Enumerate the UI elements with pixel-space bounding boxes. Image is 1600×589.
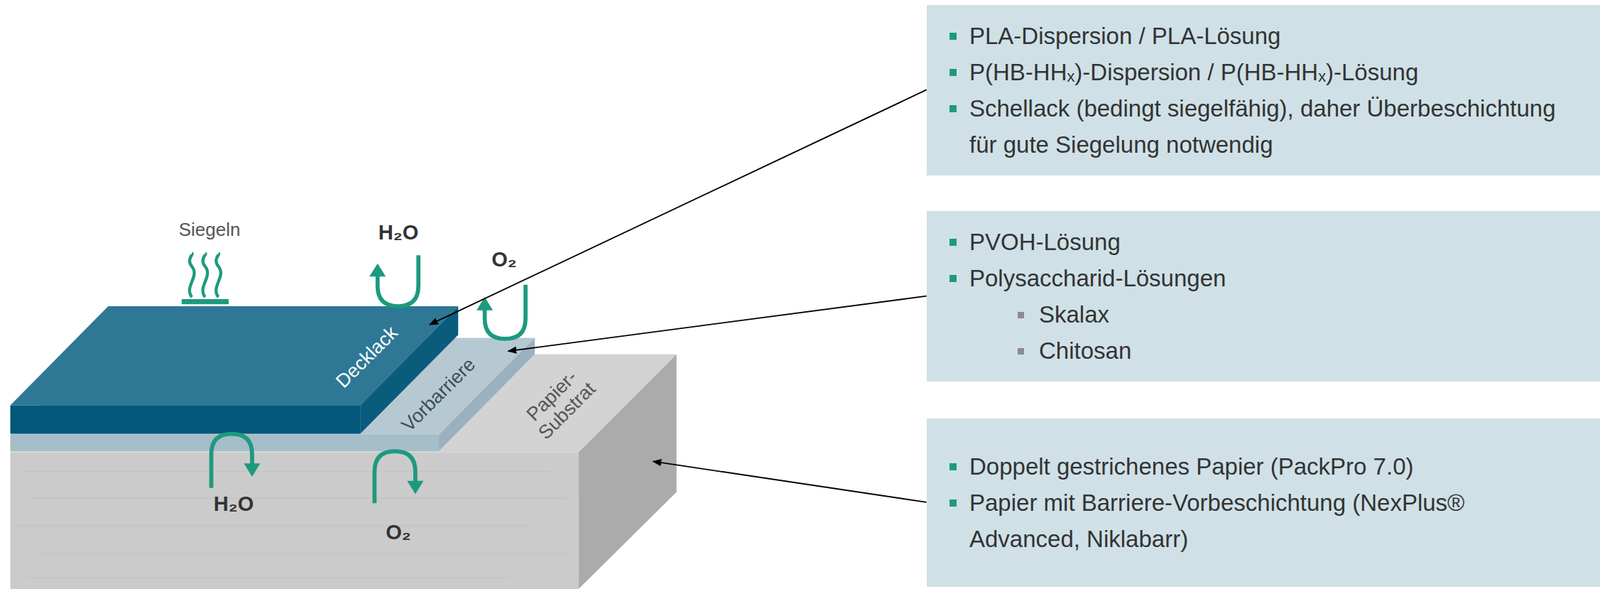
sealing-symbol [189,252,221,297]
leader-lines [429,89,927,502]
bullet-item: PVOH-Lösung [949,223,1572,260]
reflection-arrows [211,254,527,503]
bullet-item: PLA-Dispersion / PLA-Lösung [949,17,1572,54]
leader-line [429,89,927,324]
sub-bullet-item: Skalax [1017,296,1572,333]
oxygen-arrow-top [485,284,526,339]
substance-label: O₂ [385,521,411,544]
reflection-arrowheads [243,263,493,495]
substance-label: H₂O [378,221,419,245]
sub-bullet-item: Chitosan [1017,332,1572,369]
material-panel: PLA-Dispersion / PLA-LösungP(HB-HHₓ)-Dis… [926,4,1600,176]
bullet-item: P(HB-HHₓ)-Dispersion / P(HB-HHₓ)-Lösung [949,53,1572,91]
bullet-item: Papier mit Barriere-Vorbeschichtung (Nex… [949,484,1572,557]
substance-label: H₂O [213,492,254,516]
leader-line [653,460,927,502]
bullet-item: Doppelt gestrichenes Papier (PackPro 7.0… [949,448,1572,485]
substance-label: O₂ [491,248,517,272]
oxygen-arrow-bottom [374,450,415,503]
paper-front-face [9,451,579,589]
top-coat-layer [9,306,459,434]
paper-texture [15,471,572,578]
bullet-item: Polysaccharid-Lösungen [949,259,1572,297]
sealing-bar [181,298,229,304]
water-arrow-bottom [211,433,253,488]
material-panel: PVOH-LösungPolysaccharid-LösungenSkalaxC… [926,210,1600,382]
topcoat-front-face [9,404,361,434]
bullet-item: Schellack (bedingt siegelfähig), daher Ü… [949,90,1572,163]
prebarrier-front-face [9,434,439,451]
leader-line [508,296,927,352]
process-label: Siegeln [178,219,241,241]
water-arrow-top [377,254,419,307]
material-panel: Doppelt gestrichenes Papier (PackPro 7.0… [926,418,1600,587]
